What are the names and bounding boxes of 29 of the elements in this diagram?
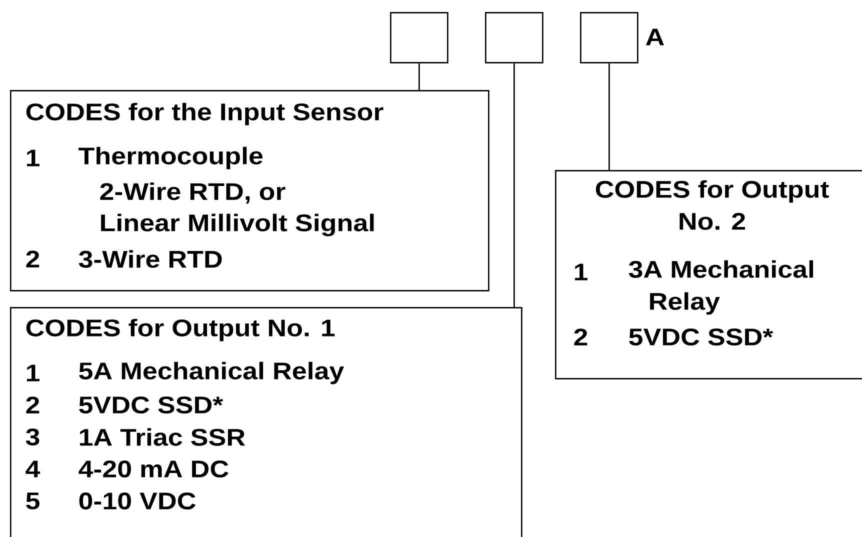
option-text: Linear Millivolt Signal [101, 214, 374, 236]
code-number: 2 [26, 396, 40, 414]
table-heading: CODES for the Input Sensor [26, 102, 384, 126]
code-number: 1 [26, 364, 40, 382]
code-number: 4 [26, 460, 40, 478]
code-number: 2 [574, 328, 588, 346]
option-text: 0-10 VDC [79, 492, 196, 510]
code-number: 2 [26, 250, 40, 268]
option-text: 3-Wire RTD [78, 250, 222, 268]
code-box [485, 12, 544, 64]
option-text: 5VDC SSD* [79, 396, 224, 414]
option-text: 1A Triac SSR [80, 428, 246, 446]
option-text: Thermocouple [78, 146, 263, 170]
code-number: 5 [26, 492, 40, 510]
option-text: 5A Mechanical Relay [79, 362, 344, 384]
option-text: 5VDC SSD* [629, 328, 774, 346]
code-box [580, 12, 638, 64]
option-text: 2-Wire RTD, or [100, 182, 286, 204]
table-heading: CODES for Output No. 1 [26, 318, 335, 342]
code-box [390, 12, 448, 64]
code-number: 1 [574, 264, 588, 280]
table-heading: CODES for Output No. 2 [596, 180, 829, 230]
connector-line [418, 63, 420, 90]
connector-line [514, 63, 515, 307]
option-text: 3A Mechanical Relay [628, 260, 814, 315]
option-text: 4-20 mA DC [78, 460, 228, 478]
connector-line [608, 63, 610, 170]
code-number: 1 [26, 150, 40, 166]
code-number: 3 [26, 428, 40, 446]
